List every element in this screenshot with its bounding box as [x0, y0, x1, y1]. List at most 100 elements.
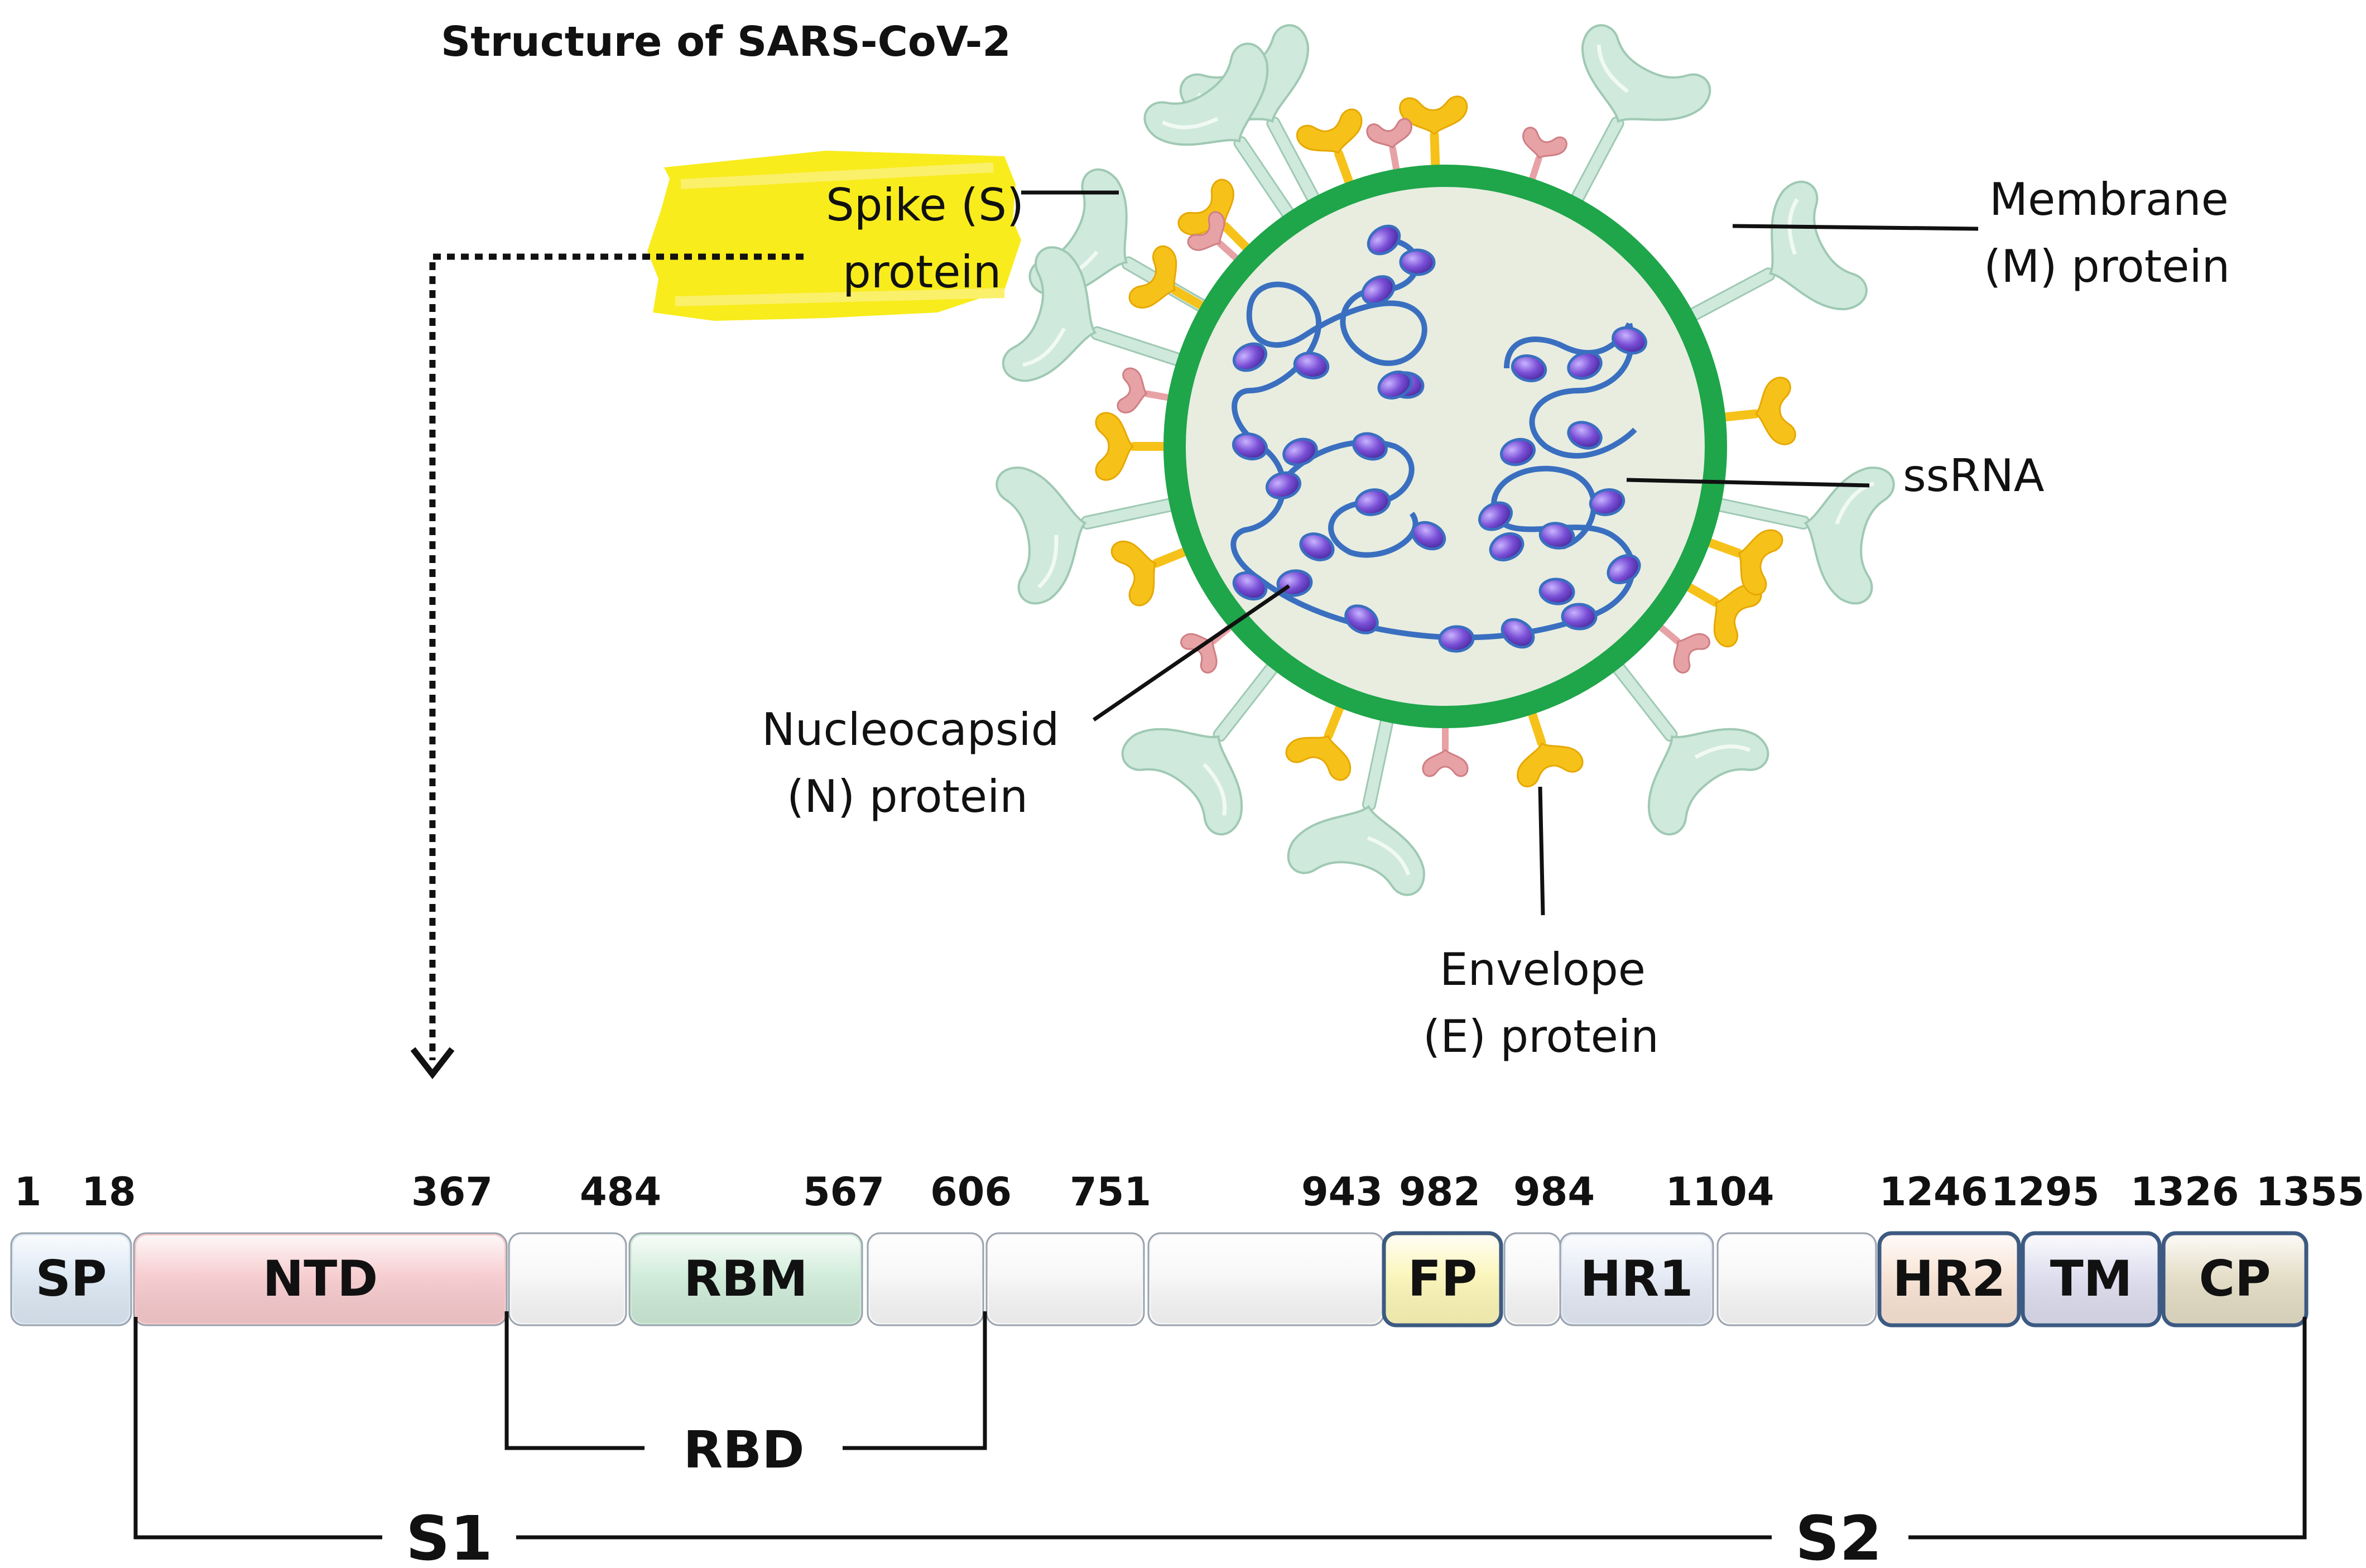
nucleocapsid-protein — [1607, 554, 1641, 585]
membrane-protein — [1128, 245, 1208, 311]
spike-protein — [1002, 246, 1187, 382]
spike-protein — [1609, 659, 1769, 836]
domain-hr1: HR1 — [1559, 1232, 1714, 1326]
membrane-protein — [1704, 529, 1783, 595]
domain-linker — [1716, 1232, 1877, 1326]
rbd-label: RBD — [683, 1420, 804, 1480]
nucleocapsid-protein — [1344, 604, 1379, 634]
nucleocapsid-protein — [1352, 432, 1388, 461]
position-label: 751 — [1070, 1169, 1151, 1215]
membrane-label-line1: Membrane — [1989, 174, 2229, 225]
position-label: 943 — [1301, 1169, 1383, 1215]
spike-protein — [1143, 42, 1297, 223]
nucleocapsid-protein — [1538, 578, 1575, 605]
nucleocapsid-protein — [1567, 421, 1603, 450]
nucleocapsid-protein — [1377, 371, 1413, 400]
nucleocapsid-protein — [1361, 275, 1396, 305]
domain-cp: CP — [2161, 1231, 2309, 1327]
nucleocapsid-protein — [1411, 521, 1446, 551]
membrane-protein — [1720, 377, 1796, 445]
membrane-label-line2: (M) protein — [1984, 241, 2230, 292]
domain-label-sp: SP — [36, 1250, 107, 1307]
envelope-label-line1: Envelope — [1440, 944, 1646, 995]
title: Structure of SARS-CoV-2 — [441, 18, 1011, 66]
region-brackets — [133, 1311, 2307, 1540]
domain-sp: SP — [10, 1232, 132, 1326]
s1-label: S1 — [406, 1503, 493, 1568]
position-label: 1326 — [2131, 1169, 2239, 1215]
nucleocapsid-protein — [1561, 603, 1598, 631]
ssrna-genome — [1230, 224, 1647, 653]
domain-linker — [985, 1232, 1145, 1326]
domain-rbm: RBM — [628, 1232, 863, 1326]
nucleocapsid-protein — [1501, 618, 1535, 649]
nucleocapsid-protein — [1232, 342, 1268, 372]
s2-label: S2 — [1795, 1503, 1882, 1568]
nucleocapsid-label-line2: (N) protein — [787, 771, 1028, 823]
domain-label-cp: CP — [2199, 1250, 2271, 1307]
position-label: 367 — [411, 1169, 493, 1215]
position-label: 18 — [81, 1169, 136, 1215]
membrane-protein — [1296, 108, 1363, 187]
membrane-protein — [1110, 540, 1190, 607]
ssrna-label: ssRNA — [1903, 450, 2045, 502]
nucleocapsid-protein — [1612, 326, 1647, 355]
nucleocapsid-protein — [1265, 471, 1302, 500]
position-label: 1104 — [1666, 1169, 1774, 1215]
position-label: 1295 — [1991, 1169, 2100, 1215]
highlight-streak — [675, 162, 1005, 306]
spike-protein — [1287, 713, 1425, 896]
spike-protein — [1121, 659, 1281, 836]
nucleocapsid-protein — [1232, 571, 1268, 601]
domain-fp: FP — [1382, 1231, 1503, 1327]
spike-domain-bar: SP NTD RBM FP HR1 HR2 TM CP — [10, 1231, 2309, 1327]
nucleocapsid-protein — [1367, 224, 1401, 256]
domain-ntd: NTD — [133, 1232, 508, 1326]
dotted-connector — [429, 253, 804, 1060]
nucleocapsid-label-line1: Nucleocapsid — [762, 704, 1059, 756]
domain-linker — [867, 1232, 984, 1326]
nucleocapsid-protein — [1511, 354, 1547, 382]
position-label: 1246 — [1879, 1169, 1988, 1215]
position-label: 982 — [1399, 1169, 1480, 1215]
nucleocapsid-protein — [1293, 352, 1330, 379]
envelope-protein — [1655, 622, 1710, 674]
domain-label-ntd: NTD — [263, 1250, 378, 1307]
nucleocapsid-protein — [1538, 522, 1575, 550]
nucleocapsid-protein — [1354, 488, 1391, 516]
position-label: 1355 — [2256, 1169, 2365, 1215]
envelope-protein — [1366, 118, 1412, 176]
nucleocapsid-protein — [1489, 532, 1525, 562]
position-label: 606 — [930, 1169, 1012, 1215]
nucleocapsid-protein — [1438, 625, 1475, 653]
domain-hr2: HR2 — [1877, 1231, 2021, 1327]
nucleocapsid-protein — [1478, 501, 1513, 531]
domain-label-tm: TM — [2050, 1250, 2133, 1307]
membrane-protein — [1285, 701, 1352, 781]
domain-label-fp: FP — [1408, 1250, 1478, 1307]
membrane-protein — [1517, 708, 1584, 787]
nucleocapsid-protein — [1399, 248, 1436, 276]
domain-linker — [1503, 1232, 1561, 1326]
envelope-protein — [1522, 127, 1567, 185]
domain-label-hr2: HR2 — [1893, 1250, 2006, 1307]
position-label: 484 — [580, 1169, 661, 1215]
domain-linker — [1147, 1232, 1385, 1326]
virion-leader-lines — [1021, 190, 1979, 916]
envelope-protein — [1422, 722, 1469, 777]
membrane-protein — [1095, 412, 1169, 481]
spike-protein — [1711, 466, 1895, 605]
nucleocapsid-protein — [1567, 351, 1603, 380]
spike-protein — [1569, 24, 1711, 208]
envelope-label-line2: (E) protein — [1423, 1011, 1659, 1062]
nucleocapsid-protein — [1232, 432, 1268, 461]
spike-protein — [996, 466, 1179, 605]
dotted-arrowhead — [410, 1047, 455, 1079]
nucleocapsid-protein — [1500, 437, 1536, 466]
position-label: 1 — [15, 1169, 42, 1215]
spike-label-line1: Spike (S) — [826, 179, 1024, 231]
domain-linker — [508, 1232, 627, 1326]
nucleocapsid-protein — [1282, 437, 1318, 466]
